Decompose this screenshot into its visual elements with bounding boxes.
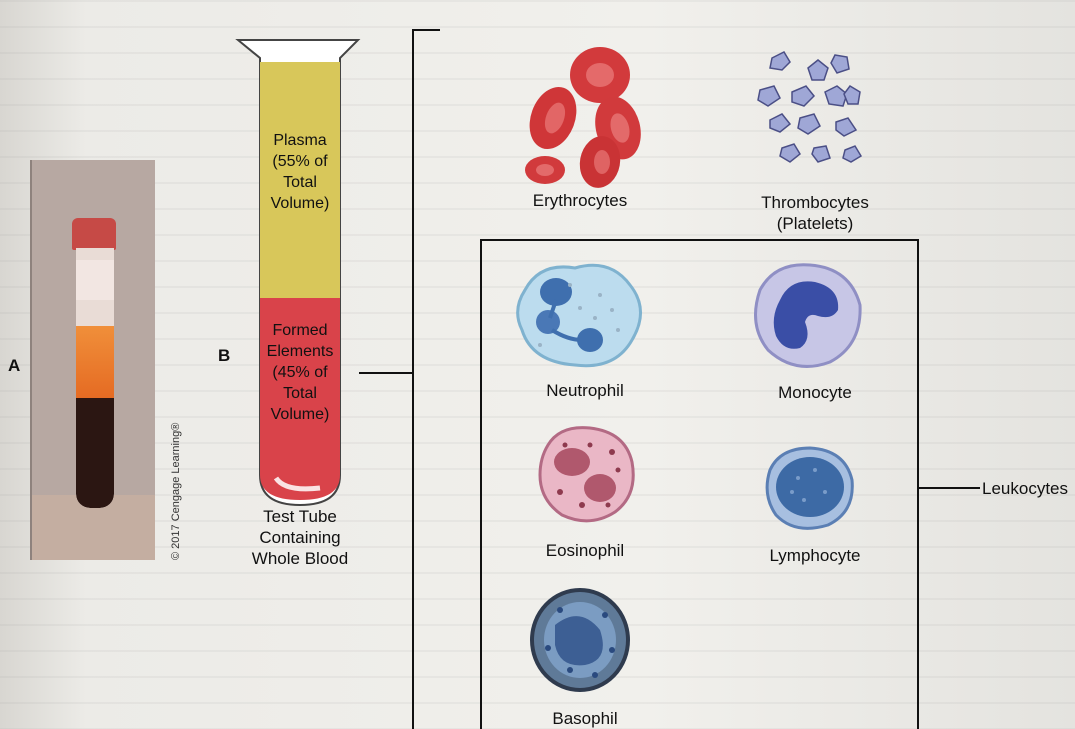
main-bracket <box>412 29 440 729</box>
plasma-label-line2: (55% of <box>272 153 328 170</box>
formed-label-line4: Total <box>283 385 317 402</box>
monocyte-illustration <box>754 263 862 368</box>
plasma-label-line3: Total <box>283 174 317 191</box>
plasma-label-line4: Volume) <box>270 195 330 212</box>
formed-elements-layer <box>260 298 340 500</box>
leukocytes-label: Leukocytes <box>982 479 1068 498</box>
photo-cell-layer <box>76 398 114 508</box>
lymphocyte-illustration <box>765 446 854 530</box>
tube-label <box>76 260 114 300</box>
thrombocytes-illustration <box>757 51 863 163</box>
test-tube-diagram <box>235 39 361 507</box>
basophil-illustration <box>530 588 630 692</box>
panel-a-label: A <box>8 356 21 375</box>
basophil-label: Basophil <box>552 709 618 728</box>
photo-test-tube <box>76 248 114 508</box>
tube-caption-line3: Whole Blood <box>251 549 349 568</box>
neutrophil-label: Neutrophil <box>546 381 624 400</box>
leukocyte-box <box>480 239 919 729</box>
formed-label-line3: (45% of <box>272 364 328 381</box>
plasma-label-line1: Plasma <box>273 132 327 149</box>
formed-label-line2: Elements <box>266 343 334 360</box>
erythrocytes-label: Erythrocytes <box>532 191 628 210</box>
eosinophil-label: Eosinophil <box>545 541 625 560</box>
thrombocytes-label-line2: (Platelets) <box>776 214 854 233</box>
panel-b-label: B <box>218 346 231 365</box>
photo-plasma-layer <box>76 326 114 398</box>
eosinophil-illustration <box>538 426 635 523</box>
tube-caption-line1: Test Tube <box>263 507 337 526</box>
lymphocyte-label: Lymphocyte <box>769 546 861 565</box>
neutrophil-illustration <box>516 263 642 368</box>
blood-tube-photo <box>30 160 155 560</box>
thrombocytes-label-line1: Thrombocytes <box>761 193 869 212</box>
monocyte-label: Monocyte <box>778 383 852 402</box>
tube-cap <box>72 218 116 250</box>
erythrocytes-illustration <box>525 47 641 188</box>
formed-label-line5: Volume) <box>270 406 330 423</box>
formed-label-line1: Formed <box>272 322 328 339</box>
tube-caption-line2: Containing <box>259 528 341 547</box>
plasma-layer <box>260 62 340 298</box>
